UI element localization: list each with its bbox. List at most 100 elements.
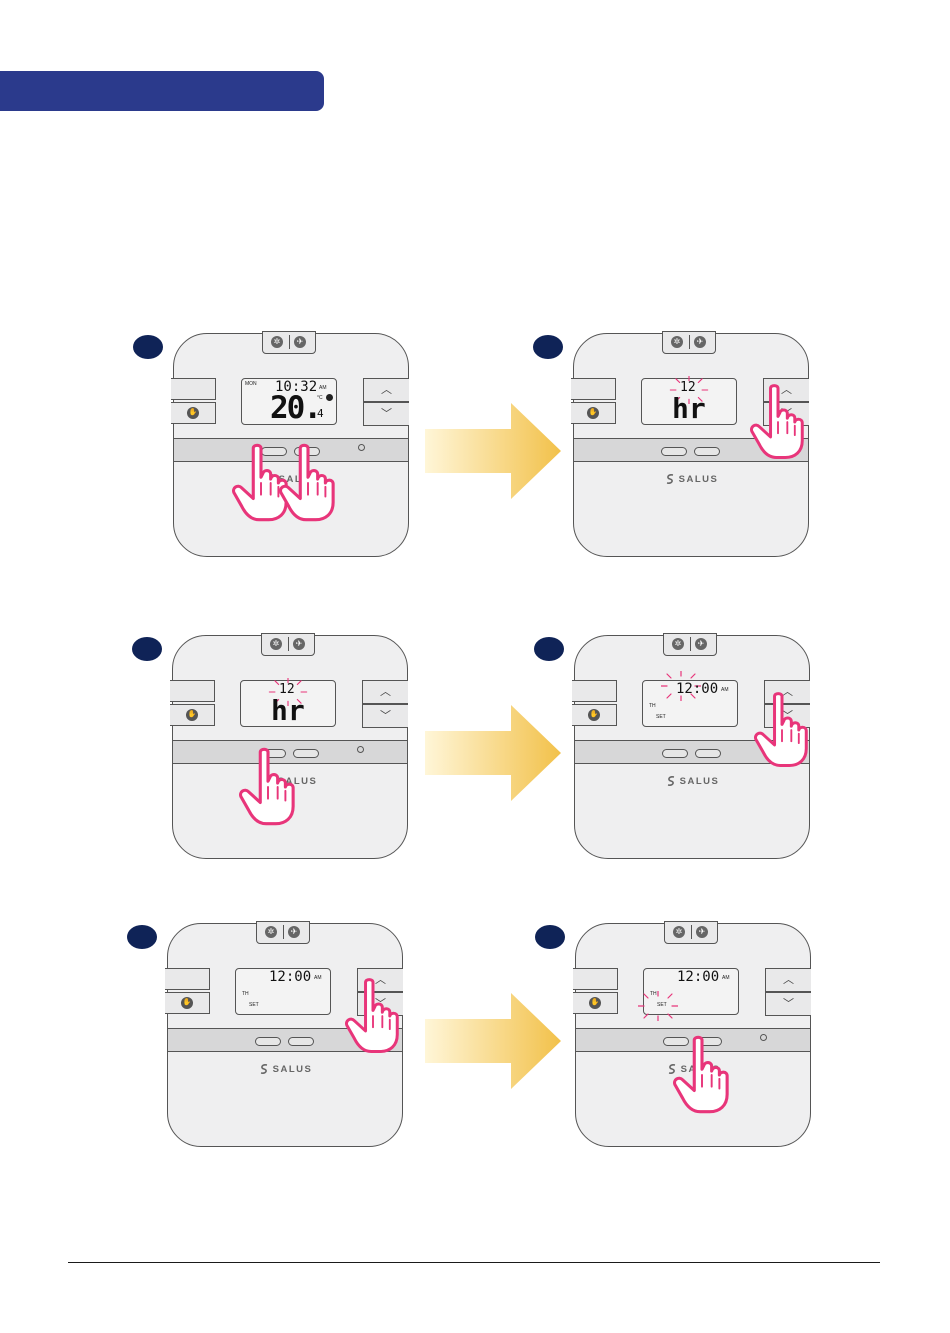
plane-icon[interactable]: ✈ <box>294 336 306 348</box>
reset-hole[interactable] <box>357 746 364 753</box>
next-step-arrow <box>425 705 561 801</box>
tab-separator <box>691 925 692 939</box>
lcd-mode-indicator <box>326 394 333 401</box>
left-pill-button[interactable] <box>661 447 687 456</box>
left-button-hand[interactable]: ✋ <box>170 704 215 726</box>
next-step-arrow <box>425 403 561 499</box>
lcd-day: TH <box>649 703 656 709</box>
chevron-up-icon: ︿ <box>783 974 794 986</box>
plane-icon[interactable]: ✈ <box>695 638 707 650</box>
step-2: ✲ ✈ ✋ 12 hr ︿ ﹀ SALUS <box>573 333 809 557</box>
lcd-display: 12 hr <box>240 680 336 727</box>
step-4: ✲ ✈ ✋ 12:00 AM TH SET ︿ ﹀ SALUS <box>574 635 810 859</box>
salus-logo: SALUS <box>573 473 809 485</box>
plane-icon[interactable]: ✈ <box>696 926 708 938</box>
step-badge <box>535 925 565 949</box>
lcd-set: SET <box>656 714 666 720</box>
step-6: ✲ ✈ ✋ 12:00 AM TH SET ︿ ﹀ SALUS <box>575 923 811 1147</box>
left-button-top[interactable] <box>571 378 616 400</box>
lcd-temp-main: 20. <box>270 390 320 426</box>
plane-icon[interactable]: ✈ <box>288 926 300 938</box>
lcd-day: TH <box>242 991 249 997</box>
down-button[interactable]: ﹀ <box>765 992 811 1016</box>
step-badge <box>132 637 162 661</box>
snowflake-icon[interactable]: ✲ <box>672 638 684 650</box>
tab-separator <box>288 637 289 651</box>
left-button-hand[interactable]: ✋ <box>165 992 210 1014</box>
snowflake-icon[interactable]: ✲ <box>265 926 277 938</box>
down-button[interactable]: ﹀ <box>363 402 409 426</box>
snowflake-icon[interactable]: ✲ <box>673 926 685 938</box>
lcd-time: 12:00 <box>676 681 718 697</box>
left-button-hand[interactable]: ✋ <box>573 992 618 1014</box>
hand-icon: ✋ <box>186 709 198 721</box>
tab-separator <box>689 335 690 349</box>
snowflake-icon[interactable]: ✲ <box>671 336 683 348</box>
lcd-ampm: AM <box>722 975 730 981</box>
reset-hole[interactable] <box>760 1034 767 1041</box>
left-button-top[interactable] <box>170 680 215 702</box>
next-step-arrow <box>425 993 561 1089</box>
chevron-up-icon: ︿ <box>381 384 392 396</box>
hand-icon: ✋ <box>588 709 600 721</box>
step-3: ✲ ✈ ✋ 12 hr ︿ ﹀ SALUS <box>172 635 408 859</box>
left-button-top[interactable] <box>572 680 617 702</box>
tab-separator <box>289 335 290 349</box>
up-button[interactable]: ︿ <box>363 378 409 402</box>
lcd-bottom-value: hr <box>271 694 305 727</box>
left-button-top[interactable] <box>573 968 618 990</box>
left-button-top[interactable] <box>171 378 216 400</box>
step-5: ✲ ✈ ✋ 12:00 AM TH SET ︿ ﹀ SALUS <box>167 923 403 1147</box>
lcd-ampm: AM <box>319 385 327 391</box>
top-tab: ✲ ✈ <box>262 331 316 354</box>
snowflake-icon[interactable]: ✲ <box>270 638 282 650</box>
up-button[interactable]: ︿ <box>765 968 811 992</box>
pointing-hand-icon <box>750 383 806 461</box>
lcd-display: MON 10:32 AM 20. 4 °C <box>241 378 337 425</box>
pointing-hand-icon <box>754 691 810 769</box>
right-pill-button[interactable] <box>288 1037 314 1046</box>
left-pill-button[interactable] <box>662 749 688 758</box>
plane-icon[interactable]: ✈ <box>694 336 706 348</box>
left-button-hand[interactable]: ✋ <box>571 402 616 424</box>
step-badge <box>133 335 163 359</box>
lcd-display: 12:00 AM TH SET <box>643 968 739 1015</box>
left-button-hand[interactable]: ✋ <box>572 704 617 726</box>
lcd-display: 12:00 AM TH SET <box>235 968 331 1015</box>
flash-burst-icon <box>638 991 678 1021</box>
step-badge <box>533 335 563 359</box>
left-button-hand[interactable]: ✋ <box>171 402 216 424</box>
up-button[interactable]: ︿ <box>362 680 408 704</box>
pointing-hand-icon <box>345 977 401 1055</box>
lcd-ampm: AM <box>314 975 322 981</box>
right-pill-button[interactable] <box>694 447 720 456</box>
top-tab: ✲ ✈ <box>662 331 716 354</box>
top-tab: ✲ ✈ <box>664 921 718 944</box>
snowflake-icon[interactable]: ✲ <box>271 336 283 348</box>
tab-separator <box>690 637 691 651</box>
pointing-hand-icon <box>239 747 297 827</box>
lcd-time: 12:00 <box>677 969 719 985</box>
chevron-down-icon: ﹀ <box>380 710 391 722</box>
lcd-day: MON <box>245 381 257 387</box>
lcd-display: 12:00 AM TH SET <box>642 680 738 727</box>
left-button-top[interactable] <box>165 968 210 990</box>
step-1: ✲ ✈ ✋ MON 10:32 AM 20. 4 °C ︿ ﹀ SALUS <box>173 333 409 557</box>
reset-hole[interactable] <box>358 444 365 451</box>
left-pill-button[interactable] <box>255 1037 281 1046</box>
lcd-ampm: AM <box>721 687 729 693</box>
lcd-bottom-value: hr <box>672 392 706 425</box>
top-tab: ✲ ✈ <box>256 921 310 944</box>
plane-icon[interactable]: ✈ <box>293 638 305 650</box>
header-bar <box>0 71 324 111</box>
chevron-down-icon: ﹀ <box>381 408 392 420</box>
hand-icon: ✋ <box>587 407 599 419</box>
salus-logo: SALUS <box>574 775 810 787</box>
down-button[interactable]: ﹀ <box>362 704 408 728</box>
chevron-up-icon: ︿ <box>380 686 391 698</box>
hand-icon: ✋ <box>187 407 199 419</box>
right-pill-button[interactable] <box>695 749 721 758</box>
salus-logo: SALUS <box>167 1063 403 1075</box>
tab-separator <box>283 925 284 939</box>
hand-icon: ✋ <box>181 997 193 1009</box>
